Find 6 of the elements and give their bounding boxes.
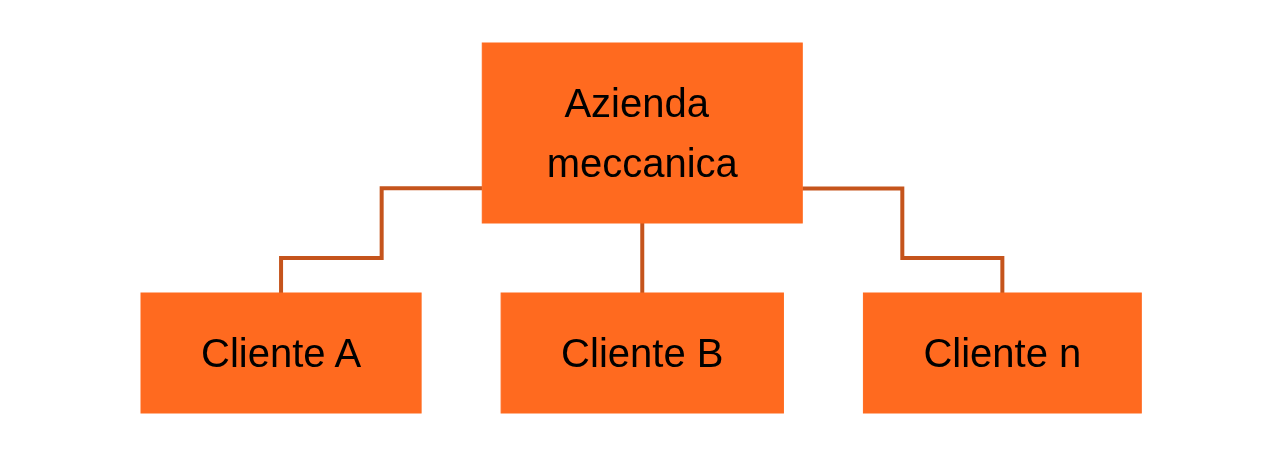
connector	[802, 186, 1005, 295]
node-box: Azienda meccanica	[482, 42, 804, 224]
connector	[279, 186, 483, 295]
node-box: Cliente A	[140, 292, 422, 414]
node-box: Cliente B	[500, 292, 785, 414]
node-box: Cliente n	[863, 292, 1143, 414]
